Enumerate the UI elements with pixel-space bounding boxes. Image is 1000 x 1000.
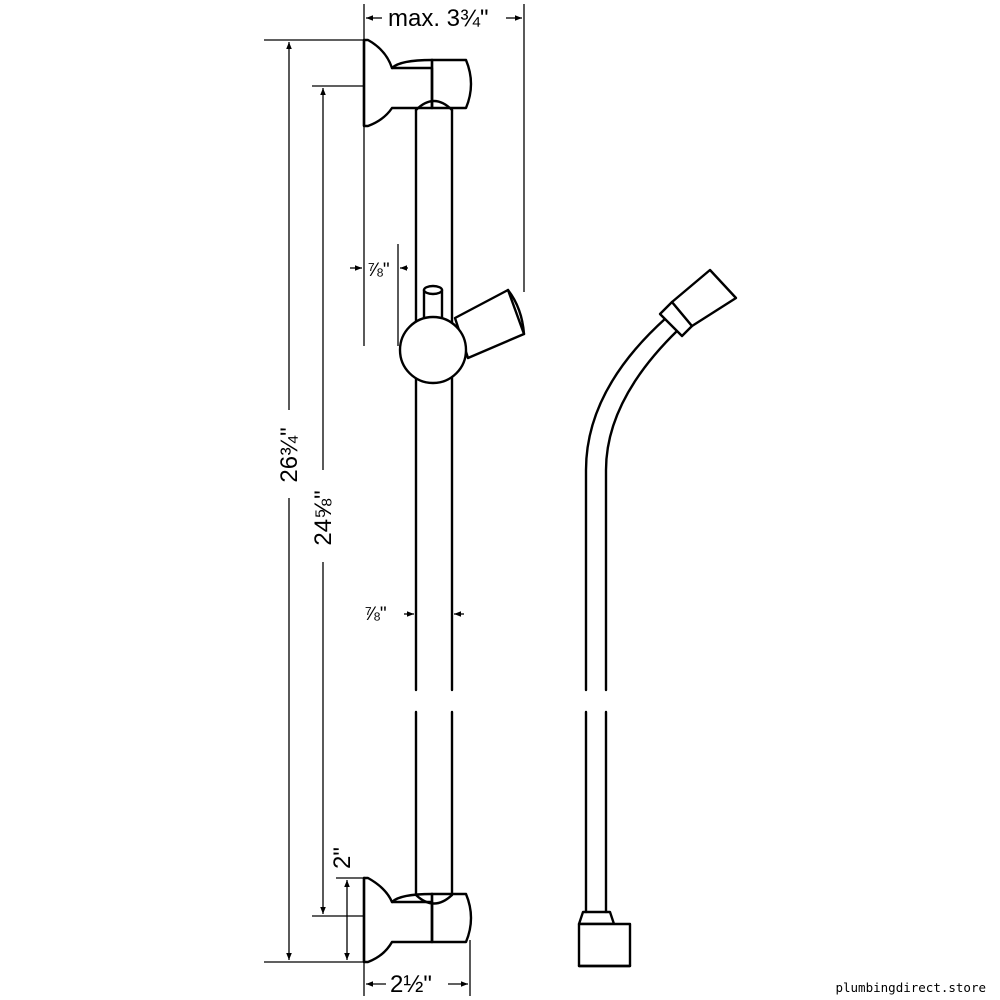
bracket-width-label: 2½" — [390, 971, 432, 998]
dimension-max-depth: max. 3¾" — [363, 4, 525, 292]
dimension-bracket-width: 2½" — [363, 940, 471, 998]
dimension-bracket-spacing: 24⅝" — [310, 85, 364, 917]
bracket-spacing-label: 24⅝" — [310, 490, 337, 545]
bracket-height-label: 2" — [329, 847, 356, 869]
watermark-text: plumbingdirect.store — [835, 980, 986, 995]
slide-rail — [414, 99, 454, 905]
max-depth-label: max. 3¾" — [388, 5, 489, 32]
dimension-overall-height: 26¾" — [264, 39, 364, 963]
shower-hose — [577, 268, 738, 968]
rail-diameter-label: ⅞" — [364, 604, 387, 625]
slider-offset-label: ⅞" — [367, 260, 390, 281]
overall-height-label: 26¾" — [276, 427, 303, 482]
dimension-slider-offset: ⅞" — [350, 126, 408, 346]
dimension-bracket-height: 2" — [329, 847, 364, 960]
slider-holder — [398, 284, 526, 385]
bottom-wall-bracket — [362, 876, 473, 964]
dimension-rail-diameter: ⅞" — [364, 604, 464, 625]
top-wall-bracket — [362, 38, 473, 128]
